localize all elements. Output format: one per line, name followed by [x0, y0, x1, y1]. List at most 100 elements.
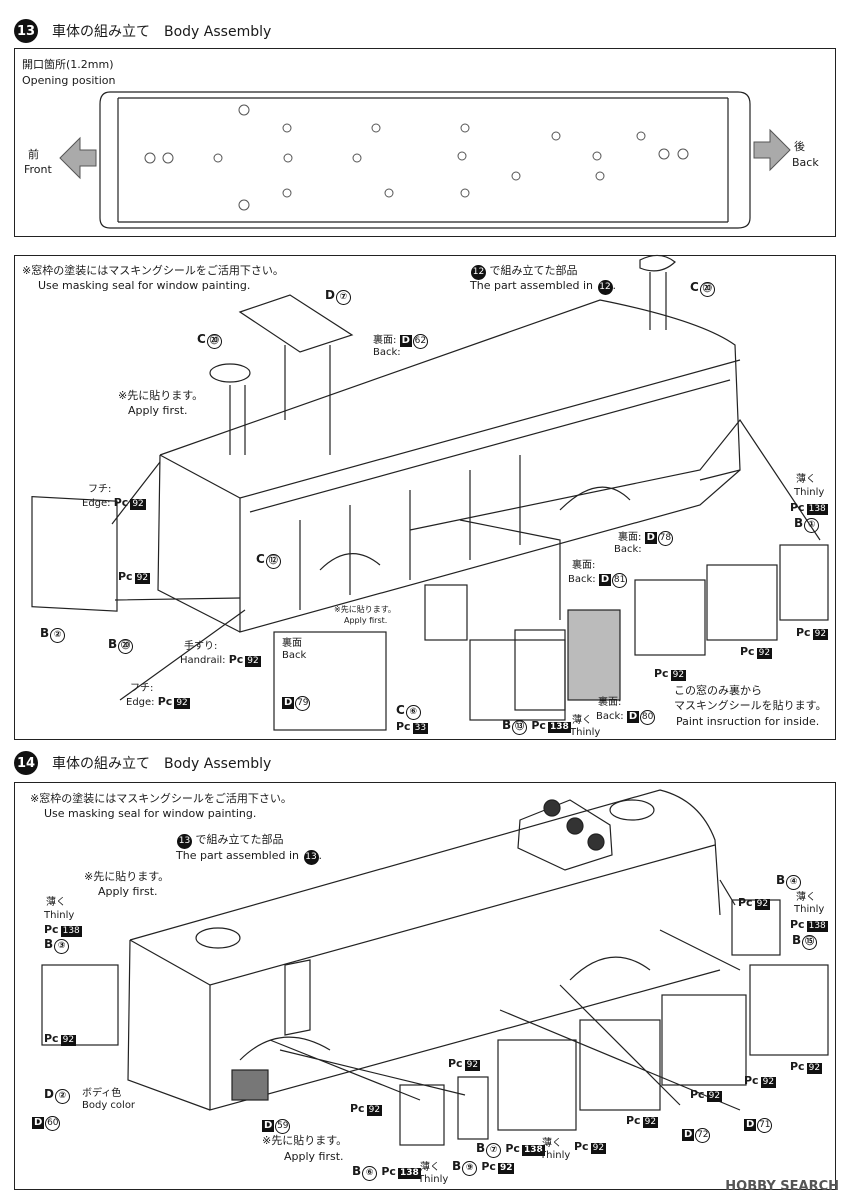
part-b9-num: ⑨ — [462, 1161, 478, 1176]
step13-assembled-jp-text: で組み立てた部品 — [489, 264, 578, 277]
step14-title: 車体の組み立て Body Assembly — [52, 756, 272, 772]
step12-ref-badge-en: 12 — [597, 280, 613, 295]
b9-pc-num: 92 — [497, 1163, 515, 1174]
part-b13-num: ⑬ — [512, 720, 528, 735]
step13-mask-note-jp: ※窓枠の塗装にはマスキングシールをご活用下さい。 — [22, 264, 284, 277]
step14-apply2-jp: ※先に貼ります。 — [262, 1134, 348, 1147]
b6-thinly-en: Thinly — [418, 1174, 449, 1185]
d79-num: 79 — [295, 696, 311, 711]
part-b7-num: ⑦ — [486, 1143, 502, 1158]
step14-mask-note-jp: ※窓枠の塗装にはマスキングシールをご活用下さい。 — [30, 792, 292, 805]
pc92-right-b7-num: 92 — [590, 1143, 607, 1154]
d71-num: 71 — [757, 1118, 773, 1133]
edge2-pc-num: 92 — [174, 698, 190, 709]
pc92-a-num: 92 — [134, 573, 151, 584]
part-d2-letter: D — [44, 1087, 54, 1101]
step14-assembled-en-text: The part assembled in — [176, 849, 300, 862]
step14-apply-first-jp: ※先に貼ります。 — [84, 870, 170, 883]
step14-mask-note-en: Use masking seal for window painting. — [44, 807, 257, 820]
part-c6-letter: C — [396, 703, 405, 717]
part-b9-letter: B — [452, 1159, 462, 1173]
d80-back-jp: 裏面: — [598, 697, 622, 708]
b13-thinly-en: Thinly — [570, 727, 601, 738]
d80-num: 80 — [640, 710, 656, 725]
part-b1-letter: B — [794, 516, 804, 530]
part-b15-letter: B — [792, 933, 802, 947]
inside-note-jp2: マスキングシールを貼ります。 — [674, 699, 827, 712]
step14-apply2-en: Apply first. — [284, 1150, 344, 1163]
d81-back-en-text: Back: — [568, 574, 596, 585]
opening-label-en: Opening position — [22, 74, 116, 87]
edge2-label-jp: フチ: — [130, 683, 154, 694]
b1-thinly-en: Thinly — [794, 487, 825, 498]
step13-number: 13 — [14, 19, 38, 43]
b1-thinly-jp: 薄く — [796, 474, 816, 485]
step14-assembled-label-jp: 13 で組み立てた部品 — [176, 833, 284, 849]
back-label-en: Back — [792, 156, 819, 169]
part-b2-num: ② — [50, 628, 66, 643]
d80-back-en-text: Back: — [596, 711, 624, 722]
d78-back-jp-text: 裏面: — [618, 532, 642, 543]
part-c20a-letter: C — [197, 332, 206, 346]
pc92-left-num: 92 — [670, 670, 687, 681]
b15-thinly-jp: 薄く — [796, 892, 816, 903]
part-b3-num: ③ — [54, 939, 70, 954]
edge-label-en-text: Edge: — [82, 498, 111, 509]
part-b6-num: ⑥ — [362, 1166, 378, 1181]
apply-first-small-en: Apply first. — [344, 616, 388, 625]
d72-num: 72 — [695, 1128, 711, 1143]
b3-pc-num: 138 — [60, 926, 82, 937]
handrail-label-jp: 手すり: — [184, 641, 218, 652]
part-b20-num: ⑳ — [118, 639, 134, 654]
inside-note-en: Paint insruction for inside. — [676, 715, 820, 728]
part-c12-num: ⑫ — [265, 554, 281, 569]
inset-title-en: Back — [282, 650, 307, 661]
part-b13-letter: B — [502, 718, 512, 732]
pc92-b4-num: 92 — [754, 899, 771, 910]
d62-num: 62 — [412, 334, 428, 349]
b13-pc-num: 138 — [547, 722, 571, 733]
d62-back-en: Back: — [373, 347, 401, 358]
step13-assembled-label-en: The part assembled in 12. — [470, 279, 616, 295]
step13-ref-badge: 13 — [177, 834, 192, 849]
step14-header: 14 車体の組み立て Body Assembly — [14, 750, 271, 776]
apply-first-en: Apply first. — [128, 404, 188, 417]
d81-num: 81 — [612, 573, 628, 588]
b15-thinly-en: Thinly — [794, 904, 825, 915]
part-b6-letter: B — [352, 1164, 362, 1178]
d78-back-en: Back: — [614, 544, 642, 555]
part-d7-num: ⑦ — [335, 290, 351, 305]
pc92-lower-c-num: 92 — [760, 1077, 777, 1088]
b13-thinly-jp: 薄く — [572, 715, 592, 726]
part-b1-num: ① — [804, 518, 820, 533]
b7-thinly-en: Thinly — [540, 1150, 571, 1161]
